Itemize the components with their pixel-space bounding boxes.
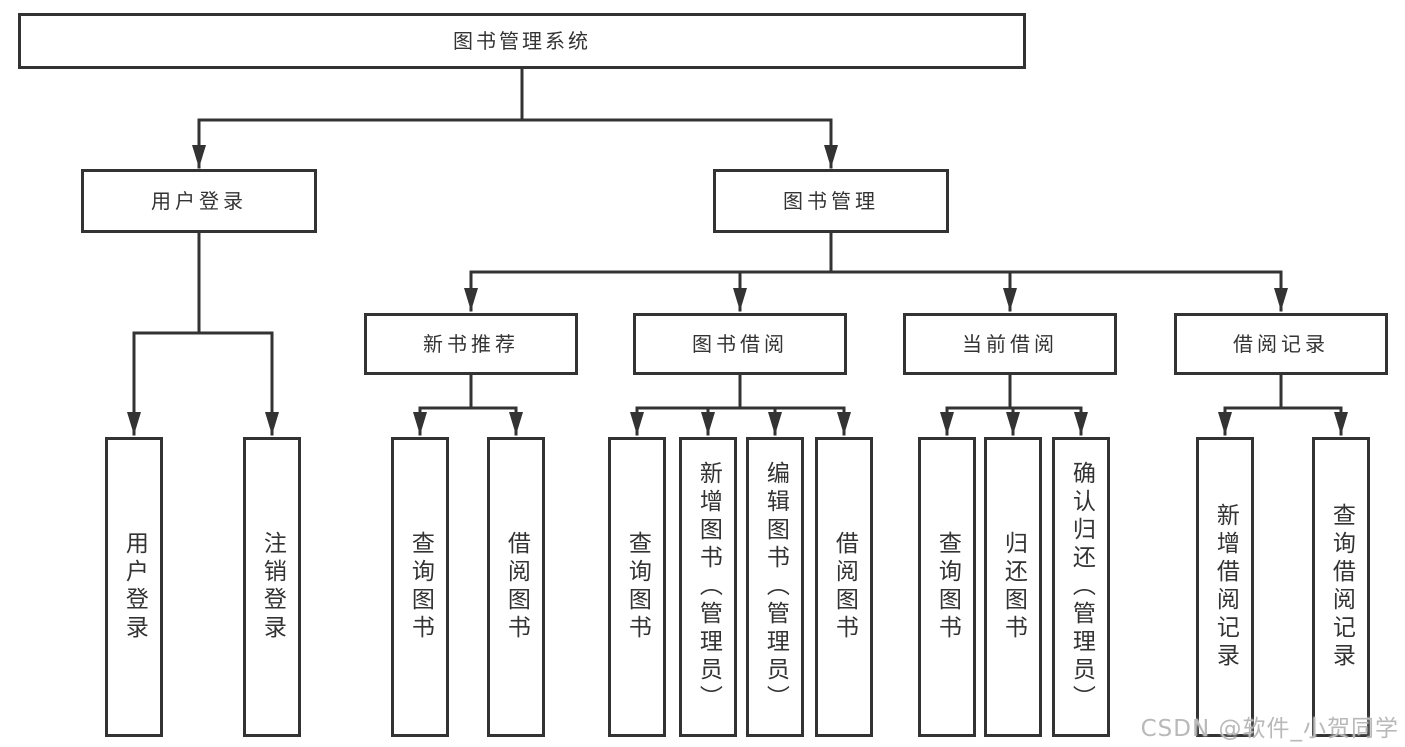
leaf-user-login: 用户登录 [105, 437, 163, 737]
leaf-current-query-books: 查询图书 [918, 437, 976, 737]
trunk-current-borrowing [945, 373, 1083, 410]
leaf-query-borrow-record: 查询借阅记录 [1312, 437, 1370, 737]
leaf-return-books: 归还图书 [984, 437, 1042, 737]
leaf-borrowing-borrow-books: 借阅图书 [815, 437, 873, 737]
trunk-new-book-recommend [418, 373, 518, 410]
leaf-edit-books-admin: 编辑图书（管理员） [746, 437, 804, 737]
watermark-csdn: CSDN @软件_小贺同学 [1140, 716, 1399, 742]
node-user-login: 用户登录 [81, 169, 317, 233]
leaf-add-borrow-record: 新增借阅记录 [1196, 437, 1254, 737]
leaf-recommend-query-books: 查询图书 [391, 437, 449, 737]
trunk-root-to-level2 [197, 67, 833, 122]
leaf-recommend-borrow-books: 借阅图书 [487, 437, 545, 737]
node-new-book-recommendation: 新书推荐 [364, 313, 578, 375]
node-borrowing-records: 借阅记录 [1174, 313, 1388, 375]
node-current-borrowing: 当前借阅 [903, 313, 1117, 375]
leaf-add-books-admin: 新增图书（管理员） [679, 437, 737, 737]
node-book-borrowing: 图书借阅 [633, 313, 847, 375]
trunk-book-borrowing [635, 373, 846, 410]
node-library-system-root: 图书管理系统 [18, 13, 1026, 69]
trunk-book-management [469, 231, 1283, 274]
trunk-borrowing-records [1223, 373, 1343, 410]
leaf-borrowing-query-books: 查询图书 [608, 437, 666, 737]
leaf-logout: 注销登录 [243, 437, 301, 737]
leaf-confirm-return-admin: 确认归还（管理员） [1052, 437, 1110, 737]
trunk-user-login [132, 231, 274, 335]
node-book-management: 图书管理 [713, 169, 949, 233]
